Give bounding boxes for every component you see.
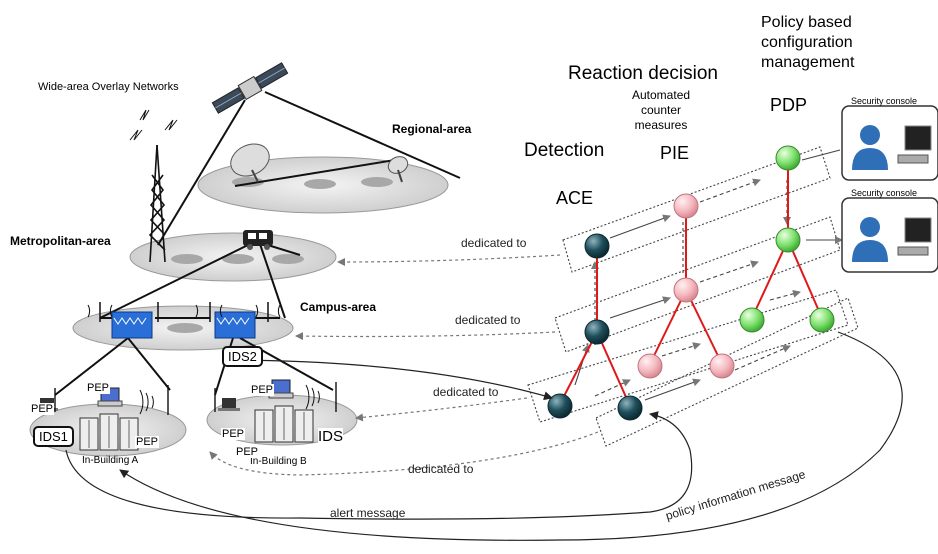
- regional-area-label: Regional-area: [392, 122, 472, 136]
- pie-node: [673, 277, 699, 303]
- campus-area-label: Campus-area: [300, 300, 377, 314]
- wide-area-label: Wide-area Overlay Networks: [38, 81, 179, 93]
- dedicated-to-label: dedicated to: [433, 385, 499, 399]
- pep-label: PEP: [235, 446, 260, 458]
- pie-node: [637, 353, 663, 379]
- server-rack-icon: [79, 413, 139, 451]
- monitor-icon: [897, 125, 932, 164]
- pep-label: PEP: [221, 428, 246, 440]
- ids2-box: IDS2: [222, 346, 263, 367]
- pie-heading: PIE: [660, 143, 690, 163]
- pep-label: PEP: [86, 382, 111, 394]
- disk-pad: [272, 254, 304, 264]
- ace-node: [547, 393, 573, 419]
- disk-pad: [171, 254, 203, 264]
- reaction-decision-heading: Reaction decision: [568, 63, 718, 84]
- layer-boxes: [527, 146, 859, 447]
- pdp-node: [739, 307, 765, 333]
- dish-icon: [387, 156, 409, 183]
- pdp-node: [775, 227, 801, 253]
- message-curves: [65, 331, 903, 541]
- detection-heading: Detection: [524, 140, 605, 161]
- user-icon: [852, 125, 888, 170]
- ace-heading: ACE: [556, 188, 594, 208]
- monitor-icon: [897, 217, 932, 256]
- radio-tower-icon: [87, 302, 281, 322]
- policy-based-heading: Policy based configuration management: [761, 14, 855, 71]
- vehicle-icon: [243, 230, 273, 250]
- flow-arrows: [574, 149, 843, 401]
- pdp-node: [775, 145, 801, 171]
- pdp-heading: PDP: [770, 95, 808, 115]
- dedicated-arrows: [209, 254, 599, 476]
- dish-icon: [230, 143, 270, 183]
- hierarchy-edges: [559, 158, 823, 407]
- security-console-label: Security console: [851, 96, 918, 106]
- dedicated-to-label: dedicated to: [408, 462, 474, 476]
- pep-label: PEP: [30, 403, 55, 415]
- dedicated-to-label: dedicated to: [461, 236, 527, 250]
- server-rack-icon: [254, 405, 314, 443]
- disk-pad: [167, 323, 203, 333]
- dedicated-to-label: dedicated to: [455, 313, 521, 327]
- pie-node: [673, 193, 699, 219]
- radio-tower-icon: [214, 382, 337, 412]
- automated-countermeasures-label: Automated counter measures: [632, 88, 691, 132]
- security-console-label: Security console: [851, 188, 918, 198]
- switch-icon: [111, 311, 153, 339]
- pep-label: PEP: [250, 384, 275, 396]
- disk-pad: [361, 177, 393, 187]
- user-icon: [852, 217, 888, 262]
- satellite-icon: [211, 62, 289, 114]
- radio-tower-icon: [129, 109, 178, 263]
- pie-node: [709, 353, 735, 379]
- alert-message-label: alert message: [330, 506, 406, 520]
- disk-pad: [304, 179, 336, 189]
- ace-node: [617, 395, 643, 421]
- ace-node: [584, 233, 610, 259]
- ids1-box: IDS1: [33, 426, 74, 447]
- ids-label: IDS: [318, 428, 344, 445]
- ace-node: [584, 319, 610, 345]
- radio-tower-icon: [54, 385, 169, 415]
- laptop-icon: [218, 398, 240, 411]
- in-building-b-label: In-Building B: [250, 456, 307, 467]
- pdp-node: [809, 307, 835, 333]
- metropolitan-area-label: Metropolitan-area: [10, 234, 111, 248]
- pep-label: PEP: [135, 436, 160, 448]
- in-building-a-label: In-Building A: [82, 455, 139, 466]
- disk-pad: [222, 254, 254, 264]
